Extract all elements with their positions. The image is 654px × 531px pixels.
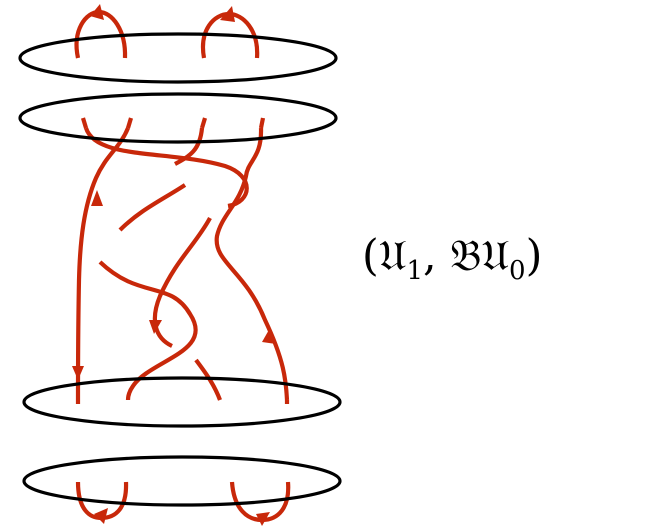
arrow-center-down	[149, 320, 162, 334]
comma: ,	[422, 231, 451, 281]
fraktur-u-symbol: 𝔘	[481, 231, 510, 281]
strand-5	[118, 183, 187, 232]
stub-b	[125, 117, 134, 129]
fraktur-u-symbol: 𝔘	[378, 231, 407, 281]
strand-2	[75, 127, 130, 401]
disk-bottom	[22, 455, 342, 507]
tangle-pair-formula: (𝔘1, 𝔅𝔘0)	[362, 226, 542, 286]
strand-3	[174, 127, 205, 166]
disk-upper	[18, 92, 338, 144]
subscript-zero: 0	[509, 256, 526, 286]
arrow-right-up	[262, 328, 276, 344]
stub-d	[258, 117, 266, 129]
open-paren: (	[362, 231, 379, 281]
stub-a	[80, 117, 89, 129]
arrow-bottom-left	[94, 508, 108, 524]
disk-lower	[22, 376, 342, 428]
strand-7	[152, 217, 212, 348]
arrow-top-right	[220, 6, 235, 22]
arrow-top-left	[90, 4, 104, 20]
strand-4	[214, 127, 290, 401]
orientation-arrows	[72, 4, 276, 526]
arrow-bottom-right	[256, 512, 270, 526]
tangle-strands	[74, 9, 291, 523]
close-paren: )	[525, 231, 543, 281]
fraktur-b-symbol: 𝔅	[450, 231, 482, 281]
strand-1	[83, 127, 249, 209]
subscript-one: 1	[406, 256, 423, 286]
stub-c	[199, 117, 208, 129]
boundary-disks	[18, 32, 342, 507]
arrow-left-down	[72, 366, 84, 380]
arrow-left-up	[91, 190, 103, 206]
disk-top	[18, 32, 338, 84]
strand-6	[98, 260, 198, 401]
